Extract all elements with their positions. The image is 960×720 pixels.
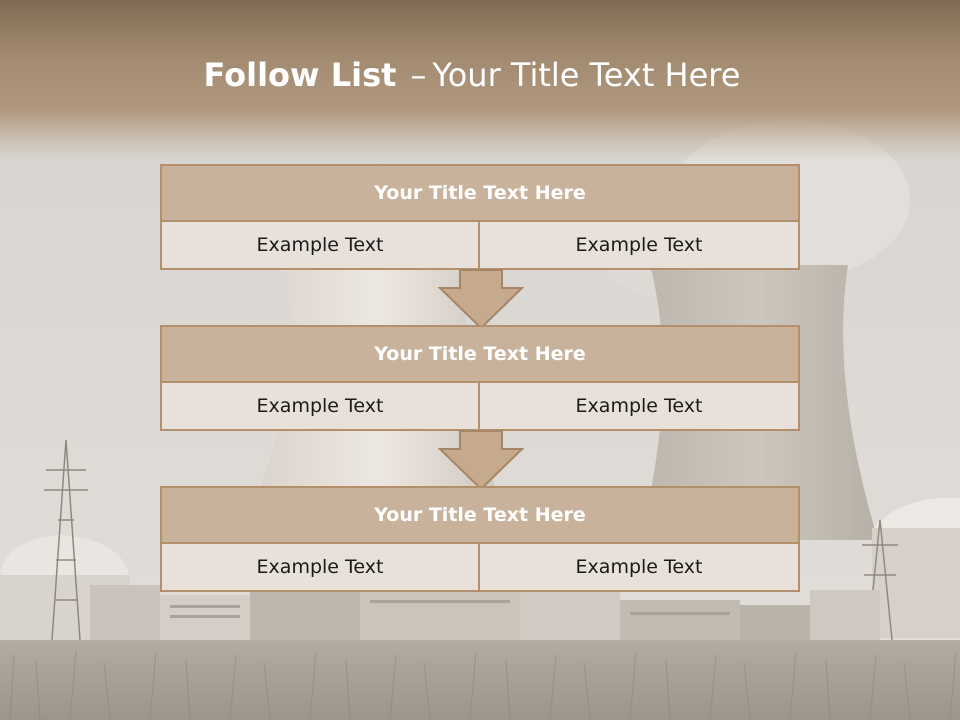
list-box-1: Your Title Text Here Example Text Exampl… (160, 164, 800, 270)
box-title: Your Title Text Here (162, 327, 798, 383)
down-arrow-icon (438, 269, 524, 330)
title-band (0, 0, 960, 160)
box-cell-left: Example Text (162, 222, 480, 268)
box-cell-right: Example Text (480, 222, 798, 268)
box-cell-left: Example Text (162, 383, 480, 429)
box-title: Your Title Text Here (162, 166, 798, 222)
title-dash: – (410, 56, 427, 94)
title-rest-part: Your Title Text Here (432, 56, 741, 94)
title-bold-part: Follow List (203, 56, 397, 94)
box-title: Your Title Text Here (162, 488, 798, 544)
box-cell-right: Example Text (480, 544, 798, 590)
slide-title: Follow List–Your Title Text Here (0, 56, 944, 94)
list-box-2: Your Title Text Here Example Text Exampl… (160, 325, 800, 431)
list-box-3: Your Title Text Here Example Text Exampl… (160, 486, 800, 592)
box-cell-right: Example Text (480, 383, 798, 429)
down-arrow-icon (438, 430, 524, 491)
box-cell-left: Example Text (162, 544, 480, 590)
